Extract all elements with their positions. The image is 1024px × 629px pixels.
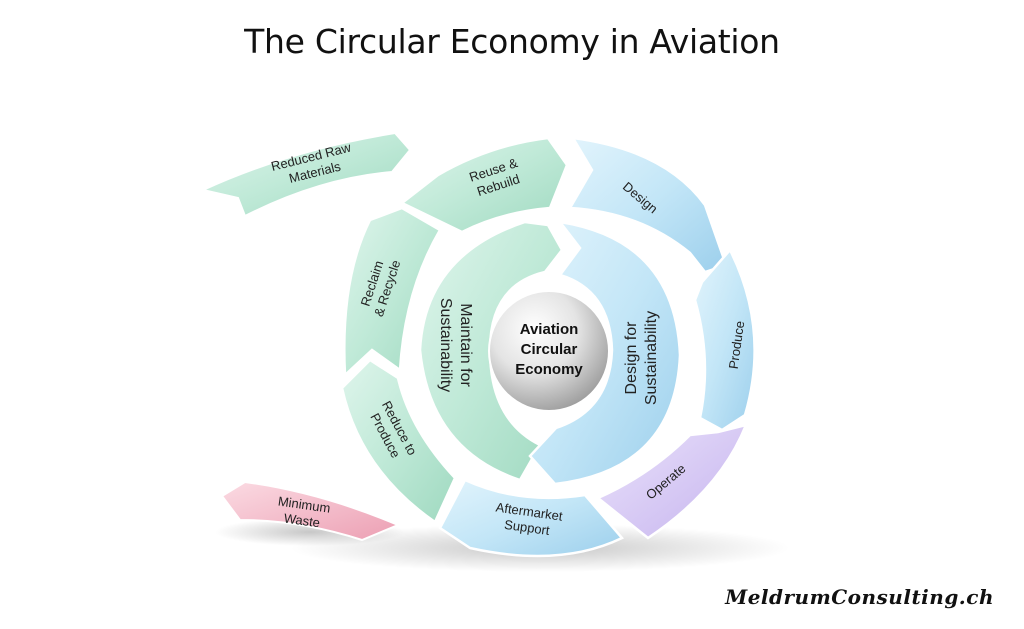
svg-text:Design for: Design for (623, 321, 640, 395)
segment-maintain-sustainability (418, 220, 564, 482)
center-label-line3: Economy (515, 361, 583, 378)
svg-text:Maintain for: Maintain for (457, 303, 474, 387)
segment-design (567, 136, 728, 274)
segment-reuse-rebuild (399, 136, 569, 234)
design-sustainability-label: Design for Sustainability (623, 311, 660, 405)
arrow-reduced-raw-materials (199, 131, 412, 218)
segment-operate (595, 423, 749, 540)
segment-aftermarket (438, 478, 625, 558)
svg-text:Minimum: Minimum (277, 493, 331, 515)
arrow-minimum-waste (220, 480, 401, 542)
segment-reclaim-recycle (343, 206, 442, 378)
center-label-line2: Circular (521, 341, 578, 358)
maintain-sustainability-label: Maintain for Sustainability (437, 298, 474, 392)
svg-text:Sustainability: Sustainability (437, 298, 454, 392)
center-label-line1: Aviation (520, 321, 579, 338)
segment-produce (693, 247, 756, 432)
center-sphere (488, 290, 610, 412)
credit-watermark: MeldrumConsulting.ch (725, 585, 994, 609)
svg-text:Support: Support (503, 517, 551, 538)
svg-text:Waste: Waste (283, 510, 321, 530)
segment-design-sustainability (528, 220, 682, 486)
svg-text:Sustainability: Sustainability (643, 311, 660, 405)
svg-text:Produce: Produce (726, 320, 748, 370)
diagram-title: The Circular Economy in Aviation (244, 22, 780, 61)
segment-reduce-produce (340, 358, 457, 524)
minimum-waste-label: Minimum Waste (277, 493, 331, 530)
produce-label: Produce (726, 320, 748, 370)
